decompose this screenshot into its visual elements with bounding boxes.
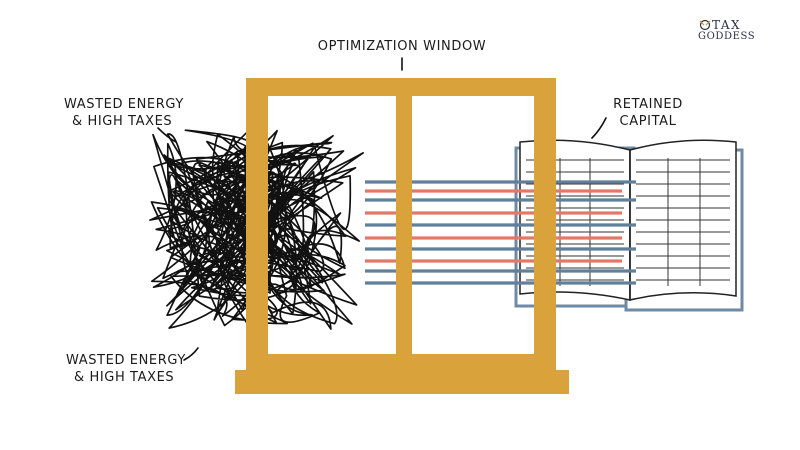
tax-goddess-logo: TAX GODDESS: [698, 18, 778, 48]
logo-text-goddess: GODDESS: [698, 31, 756, 42]
wasted-energy-top-label: WASTED ENERGY & HIGH TAXES: [64, 96, 184, 130]
retained-capital-label: RETAINED CAPITAL: [600, 96, 696, 130]
wasted-energy-bottom-label: WASTED ENERGY & HIGH TAXES: [66, 352, 186, 386]
wasted-energy-top-line2: & HIGH TAXES: [72, 114, 173, 129]
window-frame-icon: [235, 78, 569, 394]
logo-text-tax: TAX: [712, 18, 742, 32]
retained-capital-line1: RETAINED: [613, 97, 683, 112]
window-title-label: OPTIMIZATION WINDOW: [317, 39, 487, 54]
wasted-energy-bottom-line1: WASTED ENERGY: [66, 353, 186, 368]
label-pointers: [157, 57, 607, 361]
tangled-scribble-icon: [149, 129, 364, 330]
wasted-energy-bottom-line2: & HIGH TAXES: [74, 370, 175, 385]
scribble-stroke: [149, 129, 364, 330]
goddess-emblem-icon: [699, 19, 711, 31]
wasted-energy-top-line1: WASTED ENERGY: [64, 97, 184, 112]
retained-capital-line2: CAPITAL: [619, 114, 677, 129]
